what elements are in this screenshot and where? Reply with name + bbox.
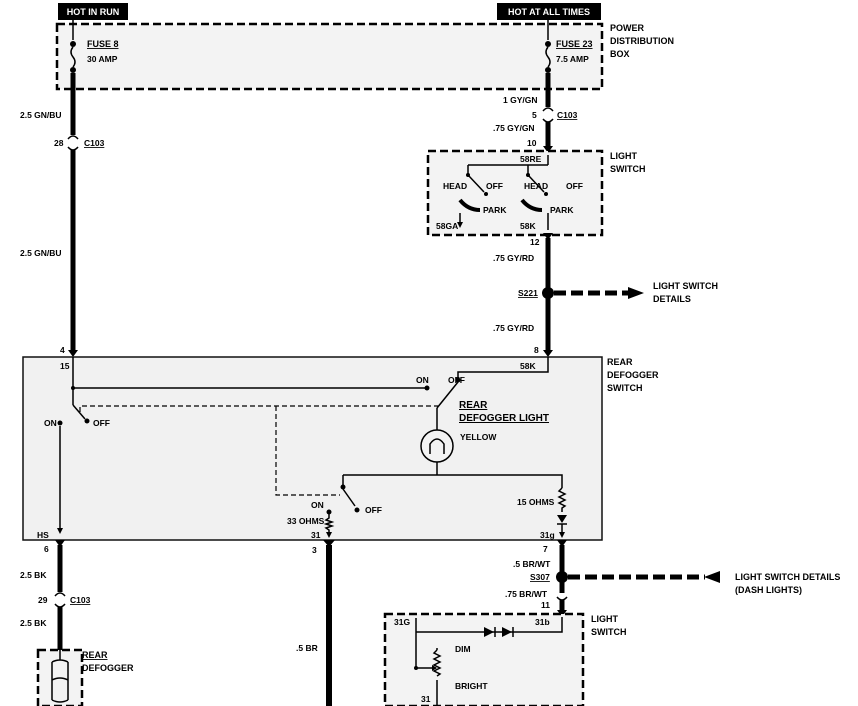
- right-pin-8: 8: [534, 345, 539, 355]
- left-pin-29: 29: [38, 595, 48, 605]
- pin-58re: 58RE: [520, 154, 542, 164]
- rear-defogger-switch-label-2: DEFOGGER: [607, 370, 659, 380]
- fuse-8: FUSE 8 30 AMP: [70, 20, 119, 73]
- splice-s307: [556, 571, 568, 583]
- right-wire-1-label: 1 GY/GN: [503, 95, 537, 105]
- hot-at-all-times-tag: HOT AT ALL TIMES: [497, 3, 601, 20]
- left-pin-6: 6: [44, 544, 49, 554]
- light-on-label: ON: [416, 375, 429, 385]
- hot-at-all-times-label: HOT AT ALL TIMES: [508, 7, 590, 17]
- light-switch-head-2: HEAD: [524, 181, 548, 191]
- left-wire-mid-label: 2.5 GN/BU: [20, 248, 62, 258]
- light-switch-details-dash-2: (DASH LIGHTS): [735, 585, 802, 595]
- fuse-23-rating: 7.5 AMP: [556, 54, 589, 64]
- defogger-light-title-1: REAR: [459, 400, 488, 411]
- right-pin-11: 11: [541, 600, 550, 610]
- left-pin-4: 4: [60, 345, 65, 355]
- light-switch-upper-label-2: SWITCH: [610, 164, 646, 174]
- right-wire-5-label: .5 BR/WT: [513, 559, 551, 569]
- light-switch-off-2: OFF: [566, 181, 583, 191]
- right-conn-c103: C103: [557, 110, 578, 120]
- dimmer-off-label: OFF: [365, 505, 382, 515]
- dimmer-dim-label: DIM: [455, 644, 471, 654]
- light-switch-lower-label-1: LIGHT: [591, 614, 618, 624]
- light-switch-park-2: PARK: [550, 205, 574, 215]
- dimmer-on-label: ON: [311, 500, 324, 510]
- pin-58ga: 58GA: [436, 221, 458, 231]
- pin-31-dash: 31: [421, 694, 431, 704]
- light-switch-details-2: DETAILS: [653, 294, 691, 304]
- fuse-23-name: FUSE 23: [556, 39, 593, 49]
- fuse-8-name: FUSE 8: [87, 39, 119, 49]
- pin-58k-b: 58K: [520, 361, 536, 371]
- rear-defogger-label-2: DEFOGGER: [82, 663, 134, 673]
- left-conn-c103b: C103: [70, 595, 91, 605]
- light-off-label: OFF: [448, 375, 465, 385]
- left-pin-28: 28: [54, 138, 64, 148]
- hot-in-run-label: HOT IN RUN: [67, 7, 120, 17]
- power-distribution-box: [55, 22, 604, 91]
- pin-58k: 58K: [520, 221, 536, 231]
- right-pin-10: 10: [527, 138, 537, 148]
- resistor-33-ohms-label: 33 OHMS: [287, 516, 325, 526]
- defogger-light-title-2: DEFOGGER LIGHT: [459, 413, 549, 424]
- pin-31g-dash: 31G: [394, 617, 410, 627]
- left-wire-top-label: 2.5 GN/BU: [20, 110, 62, 120]
- hot-in-run-tag: HOT IN RUN: [58, 3, 128, 20]
- light-switch-off-1: OFF: [486, 181, 503, 191]
- left-wire-bot-label: 2.5 BK: [20, 570, 47, 580]
- dimmer-bright-label: BRIGHT: [455, 681, 488, 691]
- right-pin-12: 12: [530, 237, 540, 247]
- pin-hs: HS: [37, 530, 49, 540]
- diode-dash-2: [502, 627, 512, 637]
- rear-defogger-switch: [22, 356, 603, 541]
- rear-defogger-label-1: REAR: [82, 650, 108, 660]
- pin-15: 15: [60, 361, 70, 371]
- pin-31g-switch: 31g: [540, 530, 555, 540]
- right-wire-3-label: .75 GY/RD: [493, 253, 534, 263]
- fuse-23: FUSE 23 7.5 AMP: [545, 20, 593, 73]
- center-wire-label: .5 BR: [296, 643, 318, 653]
- defogger-light-bulb: [420, 429, 454, 463]
- light-switch-head-1: HEAD: [443, 181, 467, 191]
- defogger-off-label: OFF: [93, 418, 110, 428]
- right-wire-2-label: .75 GY/GN: [493, 123, 535, 133]
- defogger-light-color: YELLOW: [460, 432, 497, 442]
- splice-s307-label: S307: [530, 572, 550, 582]
- left-wire-bot2-label: 2.5 BK: [20, 618, 47, 628]
- right-pin-5: 5: [532, 110, 537, 120]
- defogger-on-label: ON: [44, 418, 57, 428]
- splice-s221-label: S221: [518, 288, 538, 298]
- pin-31b-dash: 31b: [535, 617, 550, 627]
- right-wire-4-label: .75 GY/RD: [493, 323, 534, 333]
- light-switch-lower-label-2: SWITCH: [591, 627, 627, 637]
- rear-defogger-switch-label-3: SWITCH: [607, 383, 643, 393]
- right-pin-7: 7: [543, 544, 548, 554]
- splice-s221: [542, 287, 554, 299]
- power-box-label-2: DISTRIBUTION: [610, 36, 674, 46]
- left-conn-c103: C103: [84, 138, 105, 148]
- resistor-15-ohms-label: 15 OHMS: [517, 497, 555, 507]
- right-wire-6-label: .75 BR/WT: [505, 589, 548, 599]
- light-switch-details-dash-1: LIGHT SWITCH DETAILS: [735, 572, 840, 582]
- fuse-8-rating: 30 AMP: [87, 54, 118, 64]
- power-box-label-1: POWER: [610, 23, 645, 33]
- light-switch-upper-label-1: LIGHT: [610, 151, 637, 161]
- light-switch-park-1: PARK: [483, 205, 507, 215]
- rear-defogger-switch-label-1: REAR: [607, 357, 633, 367]
- power-box-label-3: BOX: [610, 49, 630, 59]
- center-pin-3: 3: [312, 545, 317, 555]
- pin-31-switch: 31: [311, 530, 321, 540]
- diode-dash-1: [484, 627, 494, 637]
- diode-31g: [557, 515, 567, 523]
- light-switch-details-1: LIGHT SWITCH: [653, 281, 718, 291]
